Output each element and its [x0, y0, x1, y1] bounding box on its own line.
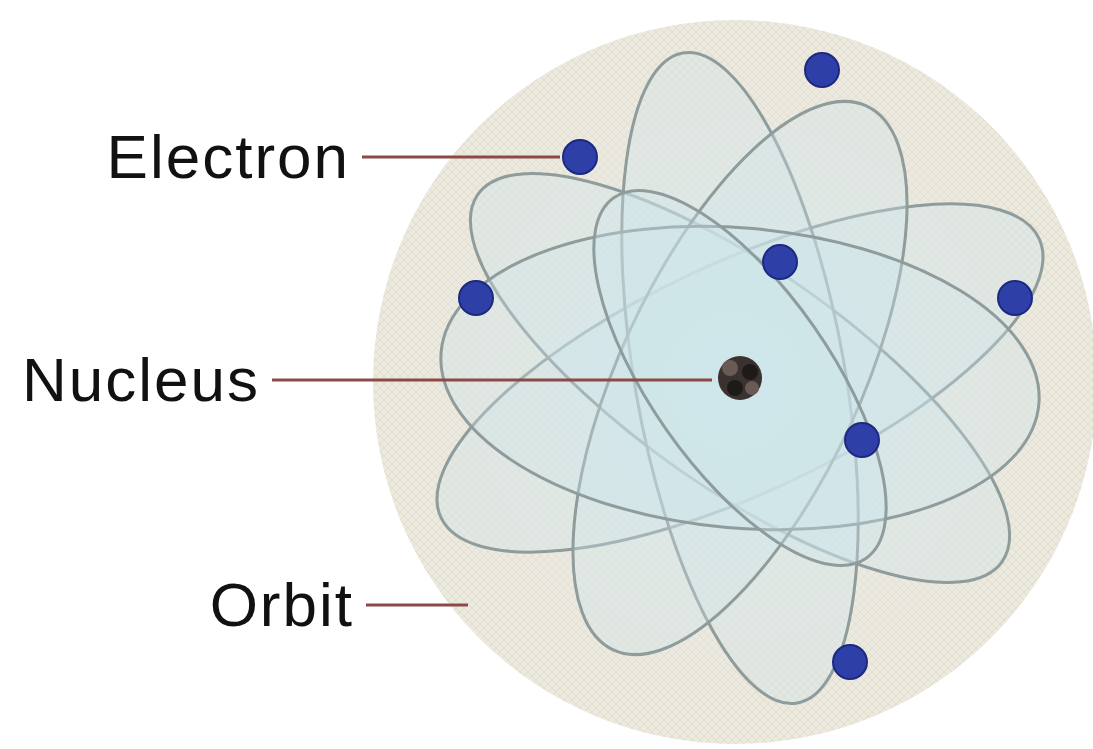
atom-sphere	[373, 20, 1093, 744]
leader-lines	[272, 157, 712, 605]
part-label: Orbit	[210, 574, 354, 636]
part-label: Electron	[107, 126, 350, 188]
part-label: Nucleus	[22, 349, 260, 411]
atom-glow	[373, 20, 1093, 744]
nucleus	[718, 356, 762, 400]
electrons	[459, 53, 1032, 679]
orbit-ellipses	[392, 35, 1087, 721]
